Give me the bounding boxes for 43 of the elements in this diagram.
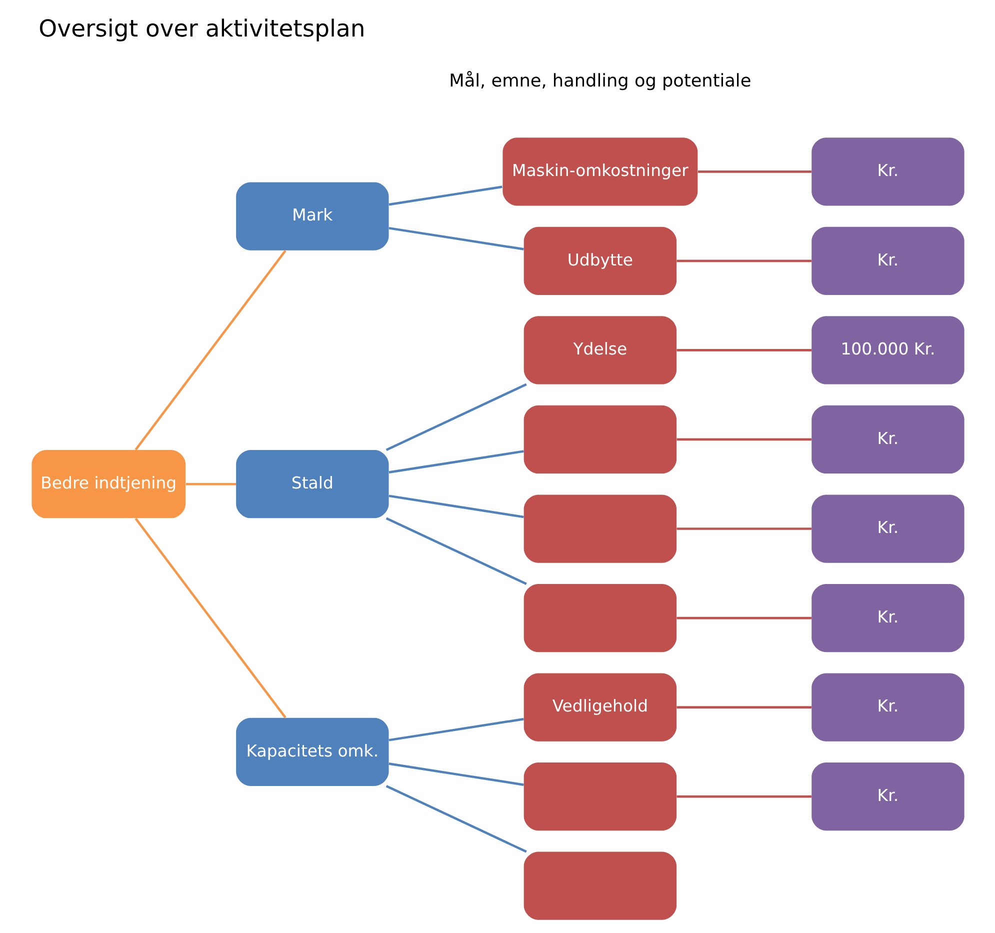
node-box: Kr. xyxy=(811,138,964,206)
connector xyxy=(676,349,811,352)
node-box: 100.000 Kr. xyxy=(811,316,964,384)
connector xyxy=(385,517,526,585)
connector xyxy=(388,450,524,474)
connector xyxy=(388,186,502,206)
node-box: Kr. xyxy=(811,226,964,296)
connector xyxy=(185,482,236,486)
connector xyxy=(676,260,811,262)
node-box: Maskin-omkostninger xyxy=(502,138,698,206)
node-box: Bedre indtjening xyxy=(31,450,186,518)
connector xyxy=(385,784,526,853)
connector xyxy=(385,383,526,452)
node-box xyxy=(523,762,676,831)
connector xyxy=(698,170,811,173)
node-box: Stald xyxy=(236,450,388,518)
connector xyxy=(388,226,524,250)
node-box: Kr. xyxy=(811,494,964,563)
node-box: Kapacitets omk. xyxy=(236,718,388,786)
diagram-title: Oversigt over aktivitetsplan xyxy=(38,14,365,43)
node-box: Vedligehold xyxy=(523,673,676,742)
connector xyxy=(676,795,811,798)
node-box: Kr. xyxy=(811,762,964,831)
connector xyxy=(134,250,286,450)
node-box: Mark xyxy=(236,182,388,250)
connector xyxy=(388,718,524,742)
connector xyxy=(388,494,524,518)
connector xyxy=(676,616,811,620)
connector xyxy=(676,438,811,441)
node-box xyxy=(523,852,676,920)
node-box xyxy=(523,405,676,474)
node-box xyxy=(523,494,676,563)
node-box: Kr. xyxy=(811,405,964,474)
node-box xyxy=(523,584,676,652)
connector xyxy=(134,518,286,718)
connector xyxy=(676,706,811,708)
node-box: Kr. xyxy=(811,673,964,742)
node-box: Kr. xyxy=(811,584,964,652)
node-box: Udbytte xyxy=(523,226,676,296)
label: Mål, emne, handling og potentiale xyxy=(448,72,751,92)
node-box: Ydelse xyxy=(523,316,676,384)
connector xyxy=(388,762,524,786)
connector xyxy=(676,528,811,530)
